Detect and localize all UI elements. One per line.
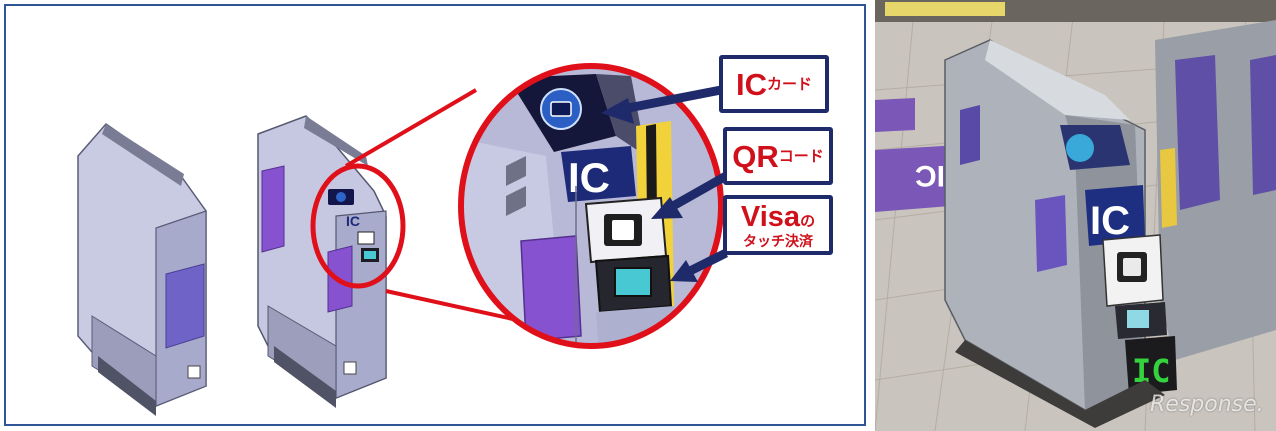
visa-callout-main: Visa bbox=[740, 200, 801, 233]
zoom-panel-ic-label: IC bbox=[568, 154, 610, 201]
callout-arrows bbox=[601, 85, 729, 282]
gate-photo-svg: IC IC IC bbox=[875, 0, 1276, 431]
gate-photo: IC IC IC bbox=[875, 0, 1276, 431]
ic-card-callout-main: IC bbox=[735, 66, 767, 102]
photo-panel-ic-label: IC bbox=[1090, 199, 1130, 243]
gate-diagram-svg: IC bbox=[77, 63, 729, 416]
qr-code-callout-main: QR bbox=[732, 138, 779, 174]
ic-card-callout-sub: カード bbox=[766, 75, 812, 93]
svg-text:IC: IC bbox=[346, 213, 360, 229]
svg-text:IC: IC bbox=[915, 159, 945, 192]
visa-touch-reader-icon bbox=[614, 267, 652, 297]
highlight-circle-small bbox=[310, 163, 406, 289]
connector-line-top bbox=[344, 88, 478, 168]
zoom-detail: IC bbox=[461, 66, 721, 346]
visa-callout-line2: タッチ決済 bbox=[743, 232, 813, 249]
qr-code-callout-sub: コード bbox=[778, 147, 824, 165]
response-watermark: Response. bbox=[1150, 392, 1264, 417]
visa-callout-sub: の bbox=[800, 212, 816, 230]
highlight-circle-zoom bbox=[458, 63, 724, 349]
old-ticket-gate bbox=[77, 123, 207, 416]
